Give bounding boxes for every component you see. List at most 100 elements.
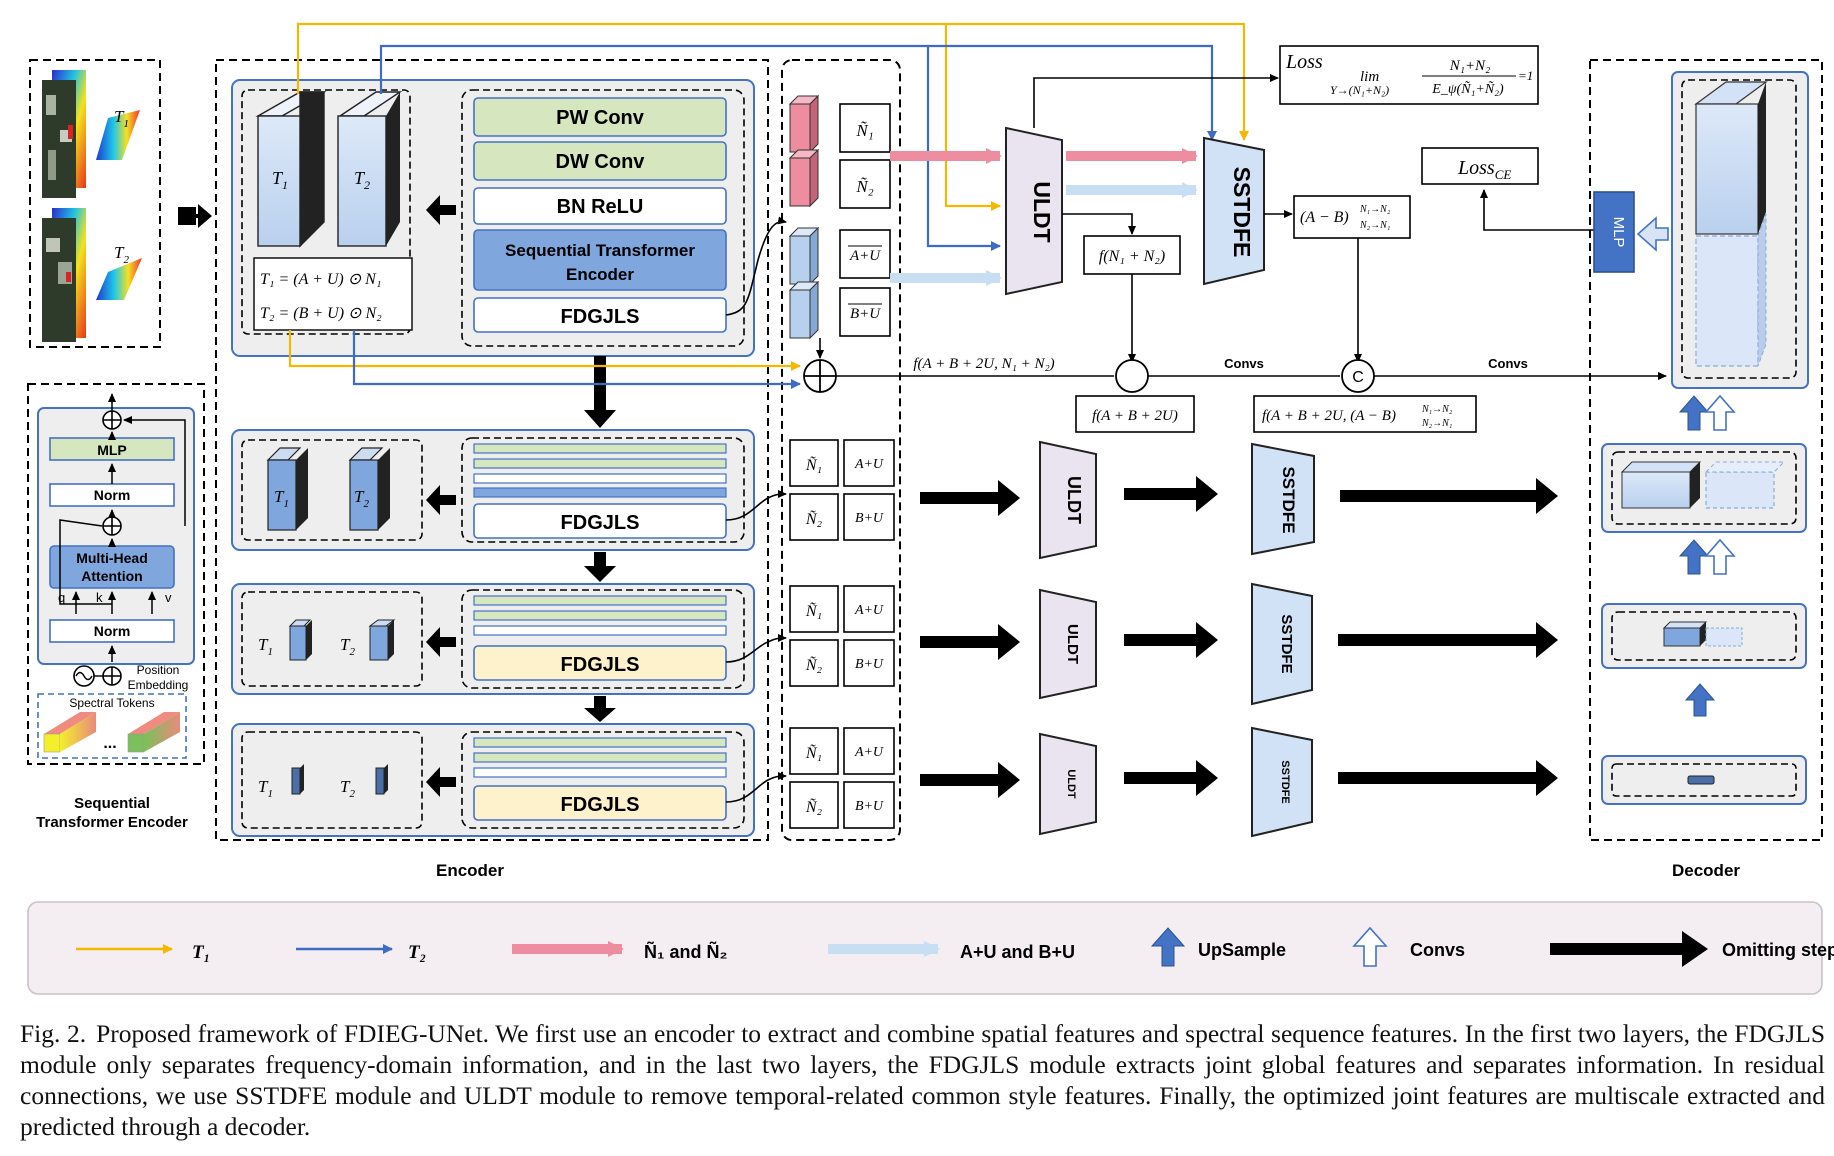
ste-title-line2: Transformer Encoder xyxy=(36,814,188,831)
loss-lim: lim xyxy=(1360,69,1379,85)
n1-box-4: Ñ₁ xyxy=(805,743,822,762)
ste-attention-line1: Multi-Head xyxy=(76,550,148,566)
equation-t1: T₁ = (A + U) ⊙ N₁ xyxy=(260,271,381,288)
loss-denominator: E_ψ(Ñ₁+Ñ₂) xyxy=(1431,80,1504,97)
hyperspectral-image-t1 xyxy=(42,70,140,198)
stage4-t1-label: T1 xyxy=(258,777,273,800)
encoder-panel: T1 T2 T₁ = (A + U) ⊙ N₁ T₂ = (B + U) ⊙ N… xyxy=(215,59,901,841)
lower-modules: ULDT SSTDFE ULDT SSTDFE ULDT SSTDFE xyxy=(920,440,1558,838)
fdgjls-label-3: FDGJLS xyxy=(561,654,640,676)
input-images-panel: T1 T2 xyxy=(29,59,161,348)
legend-upsample-label: UpSample xyxy=(1198,940,1286,960)
fdgjls-label-1: FDGJLS xyxy=(561,306,640,328)
uldt-block-2 xyxy=(1039,440,1097,560)
sstdfe-block-2 xyxy=(1251,442,1315,556)
loss-box xyxy=(1279,45,1539,105)
stage1-t1-label: T1 xyxy=(272,168,288,192)
uldt-block-4 xyxy=(1039,732,1097,836)
n2-box-4: Ñ₂ xyxy=(805,797,823,816)
sstdfe-label-top: SSTDFE xyxy=(1229,167,1255,258)
legend-t2-label: T₂ xyxy=(408,942,426,963)
decoder-title: Decoder xyxy=(1672,861,1740,880)
equation-t2: T₂ = (B + U) ⊙ N₂ xyxy=(260,305,382,322)
legend-t1-label: T₁ xyxy=(192,942,210,963)
bu-box-3: B+U xyxy=(855,657,884,672)
uldt-block-top xyxy=(1005,126,1063,296)
bu-box-2: B+U xyxy=(855,511,884,526)
convs-label-2: Convs xyxy=(1488,356,1528,371)
fdgjls-label-4: FDGJLS xyxy=(561,794,640,816)
loss-under: Y→(N₁+N₂) xyxy=(1330,83,1389,97)
spectral-tokens-label: Spectral Tokens xyxy=(69,696,154,710)
stage1-left-arrow xyxy=(426,195,456,225)
ste-mlp-label: MLP xyxy=(97,442,127,458)
t2-image-label: T2 xyxy=(114,243,129,266)
uldt-label-3: ULDT xyxy=(1064,624,1081,664)
side-features: Ñ₁ Ñ₂ A+U B+U Ñ₁ A+U Ñ₂ B+U Ñ₁ A+U Ñ₂ B+… xyxy=(788,94,895,829)
sstdfe-label-3: SSTDFE xyxy=(1278,614,1295,673)
uldt-label-top: ULDT xyxy=(1029,181,1055,242)
ste-panel: MLP Norm Multi-Head Attention q k v Norm… xyxy=(27,383,205,765)
loss-ce-box xyxy=(1421,147,1539,185)
dw-conv-label: DW Conv xyxy=(556,151,646,173)
f-ab-sub: N₂→N₁ xyxy=(1421,418,1452,429)
fdgjls-block-3 xyxy=(473,645,727,681)
t1-image-label: T1 xyxy=(114,107,129,130)
ab-box xyxy=(1293,195,1411,239)
spectral-tokens-box xyxy=(37,693,187,759)
stage3-t2-label: T2 xyxy=(340,635,355,658)
sstdfe-block-4 xyxy=(1251,726,1313,838)
upsample-arrow-1 xyxy=(1678,395,1710,431)
bn-relu-label: BN ReLU xyxy=(557,196,644,218)
hyperspectral-image-t2 xyxy=(42,208,142,342)
sstdfe-block-top xyxy=(1203,136,1265,286)
loss-equals: =1 xyxy=(1518,68,1533,83)
figure-caption: Fig. 2.Proposed framework of FDIEG-UNet.… xyxy=(20,1018,1825,1142)
ste-attention-line2: Attention xyxy=(81,568,142,584)
stage2-t2-label: T2 xyxy=(354,487,369,510)
ab-label: (A − B) xyxy=(1300,209,1349,226)
bn-relu-block xyxy=(473,187,727,225)
legend-n-label: Ñ₁ and Ñ₂ xyxy=(644,941,727,962)
loss-ce-label: LossCE xyxy=(1457,157,1511,182)
convs-icon xyxy=(1352,926,1388,967)
n1-box-3: Ñ₁ xyxy=(805,601,822,620)
n2-box-1: Ñ₂ xyxy=(855,177,873,196)
f-ab2u-ab-box xyxy=(1253,395,1477,433)
sstdfe-label-2: SSTDFE xyxy=(1279,466,1298,533)
decoder-mlp-block xyxy=(1593,191,1635,273)
decoder-panel: MLP xyxy=(1589,59,1823,841)
position-embedding-line1: Position xyxy=(137,663,180,677)
sstdfe-label-4: SSTDFE xyxy=(1279,760,1291,803)
f-ab2u-ab-label: f(A + B + 2U, (A − B) xyxy=(1262,408,1396,424)
sstdfe-block-3 xyxy=(1251,582,1313,706)
f-main-label: f(A + B + 2U, N₁ + N₂) xyxy=(913,356,1054,372)
ste-title-line1: Sequential xyxy=(74,795,150,812)
n2-box-3: Ñ₂ xyxy=(805,655,823,674)
framework-diagram: T1 T2 MLP Norm Multi-Head xyxy=(27,22,1834,995)
legend-au-label: A+U and B+U xyxy=(960,942,1075,962)
pw-conv-label: PW Conv xyxy=(556,107,645,129)
au-box-3: A+U xyxy=(854,603,884,618)
n1-box-1: Ñ₁ xyxy=(855,121,873,140)
ab-sup: N₁→N₂ xyxy=(1359,204,1391,215)
f-ab-sup: N₁→N₂ xyxy=(1421,404,1453,415)
ste-block-line2: Encoder xyxy=(566,265,634,284)
uldt-label-2: ULDT xyxy=(1064,476,1084,524)
omit-arrow xyxy=(1550,931,1708,967)
legend-convs-label: Convs xyxy=(1410,940,1465,960)
n1-box-2: Ñ₁ xyxy=(805,455,822,474)
convs-label-1: Convs xyxy=(1224,356,1264,371)
decoder-mlp-label: MLP xyxy=(1610,217,1627,248)
au-box-2: A+U xyxy=(854,457,884,472)
concat-symbol: C xyxy=(1352,369,1364,386)
ab-sub: N₂→N₁ xyxy=(1359,220,1390,231)
ste-k-label: k xyxy=(96,590,103,605)
stage3-t1-label: T1 xyxy=(258,635,273,658)
ste-block-line1: Sequential Transformer xyxy=(505,241,695,260)
f-n-box xyxy=(1083,235,1181,275)
f-n-label: f(N₁ + N₂) xyxy=(1099,248,1165,265)
stage1-t2-label: T2 xyxy=(354,168,370,192)
legend: T₁ T₂ Ñ₁ and Ñ₂ A+U and B+U UpSample Con… xyxy=(27,901,1834,995)
ste-norm-bottom xyxy=(49,619,175,643)
